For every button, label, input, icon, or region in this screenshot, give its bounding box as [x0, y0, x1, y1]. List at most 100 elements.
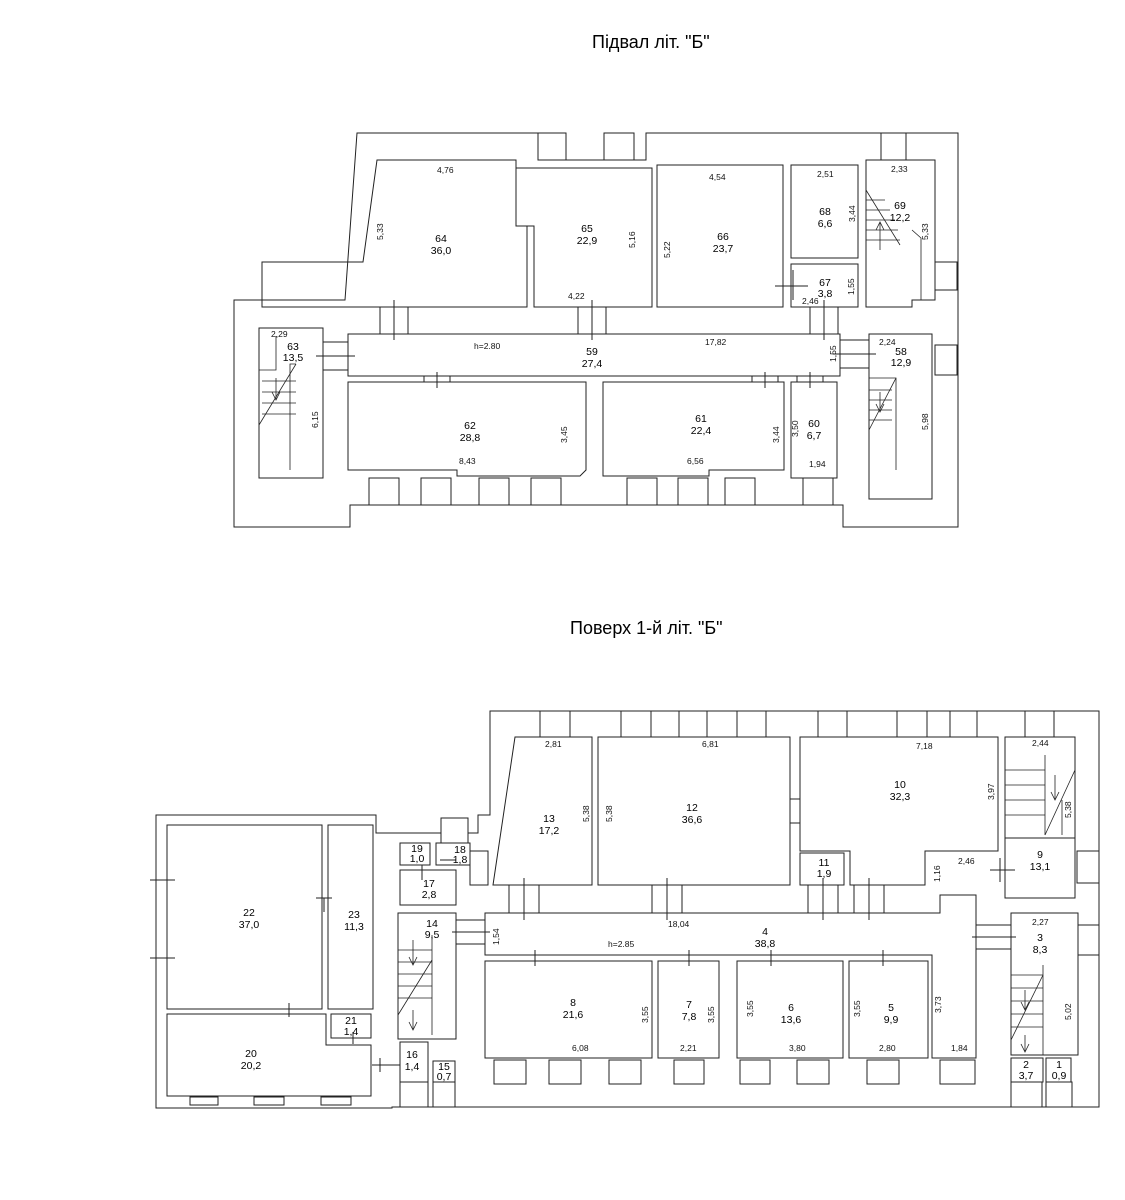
room-4 [484, 894, 977, 1059]
room-5 [848, 960, 929, 1059]
basement-top-lightwell-1 [537, 132, 567, 161]
floor1-plan: 13 17,2 12 36,6 10 32,3 9 13,1 11 1,9 19… [150, 710, 1100, 1109]
floor1-right-window-1 [1076, 850, 1100, 884]
room-area: 3,7 [1019, 1070, 1034, 1082]
svg-text:1,55: 1,55 [828, 345, 838, 362]
room-area: 2,8 [422, 889, 437, 901]
svg-text:3,50: 3,50 [790, 420, 800, 437]
svg-text:5,33: 5,33 [920, 223, 930, 240]
svg-text:6,08: 6,08 [572, 1043, 589, 1053]
room-number: 4 [762, 926, 768, 938]
basement-stair-69 [865, 189, 922, 300]
floor1-title: Поверх 1-й літ. "Б" [570, 618, 723, 638]
room-number: 23 [348, 909, 360, 921]
room-area: 12,2 [890, 212, 911, 224]
room-area: 38,8 [755, 938, 776, 950]
room-number: 15 [438, 1061, 450, 1073]
room-area: 36,0 [431, 245, 452, 257]
room-area: 28,8 [460, 432, 481, 444]
room-3 [1010, 912, 1079, 1056]
room-20 [166, 1013, 372, 1097]
svg-text:2,44: 2,44 [1032, 738, 1049, 748]
room-10-niche [789, 798, 801, 824]
basement-stair-63 [258, 336, 297, 470]
basement-top-lightwell-2 [603, 132, 635, 161]
svg-text:8,43: 8,43 [459, 456, 476, 466]
basement-height-label: h=2.80 [474, 341, 501, 351]
svg-text:3,45: 3,45 [559, 426, 569, 443]
room-69 [865, 159, 936, 308]
room-area: 32,3 [890, 791, 911, 803]
svg-text:2,80: 2,80 [879, 1043, 896, 1053]
room-number: 59 [586, 346, 598, 358]
room-area: 3,8 [818, 288, 833, 300]
room-area: 21,6 [563, 1009, 584, 1021]
floor1-room-labels: 13 17,2 12 36,6 10 32,3 9 13,1 11 1,9 19… [239, 779, 1067, 1083]
basement-dimensions: 4,76 5,33 5,16 4,22 4,54 5,22 2,51 3,44 … [271, 164, 930, 469]
floor1-bottom-windows [189, 1059, 1073, 1108]
room-number: 67 [819, 277, 831, 289]
room-10 [799, 736, 999, 886]
svg-text:4,22: 4,22 [568, 291, 585, 301]
room-number: 14 [426, 918, 438, 930]
room-area: 12,9 [891, 357, 912, 369]
svg-text:2,81: 2,81 [545, 739, 562, 749]
room-number: 1 [1056, 1059, 1062, 1071]
room-number: 16 [406, 1049, 418, 1061]
basement-room-labels: 64 36,0 65 22,9 66 23,7 68 6,6 69 12,2 6… [283, 200, 912, 444]
room-number: 64 [435, 233, 447, 245]
room-number: 65 [581, 223, 593, 235]
basement-right-lightwell-1 [934, 261, 958, 291]
floor1-lightwell-18 [440, 817, 469, 844]
room-8 [484, 960, 653, 1059]
svg-text:5,33: 5,33 [375, 223, 385, 240]
room-19 [399, 842, 431, 866]
room-number: 2 [1023, 1059, 1029, 1071]
room-23 [327, 824, 374, 1010]
svg-text:3,44: 3,44 [771, 426, 781, 443]
room-number: 62 [464, 420, 476, 432]
room-65 [515, 167, 653, 308]
svg-text:2,29: 2,29 [271, 329, 288, 339]
room-number: 3 [1037, 932, 1043, 944]
room-area: 1,4 [405, 1061, 420, 1073]
svg-text:6,15: 6,15 [310, 411, 320, 428]
svg-text:3,55: 3,55 [852, 1000, 862, 1017]
svg-text:2,46: 2,46 [958, 856, 975, 866]
room-number: 21 [345, 1015, 357, 1027]
room-22 [166, 824, 323, 1010]
room-number: 8 [570, 997, 576, 1009]
floor1-top-windows [539, 710, 1055, 738]
room-area: 11,3 [344, 921, 364, 933]
room-area: 22,4 [691, 425, 712, 437]
room-14 [397, 912, 457, 1040]
svg-text:5,02: 5,02 [1063, 1003, 1073, 1020]
room-number: 10 [894, 779, 906, 791]
svg-text:2,46: 2,46 [802, 296, 819, 306]
room-area: 13,6 [781, 1014, 802, 1026]
room-62 [347, 381, 587, 477]
room-number: 22 [243, 907, 255, 919]
svg-text:17,82: 17,82 [705, 337, 727, 347]
svg-text:7,18: 7,18 [916, 741, 933, 751]
svg-text:2,21: 2,21 [680, 1043, 697, 1053]
room-number: 63 [287, 341, 299, 353]
room-number: 9 [1037, 849, 1043, 861]
room-68 [790, 164, 859, 259]
room-area: 27,4 [582, 358, 603, 370]
svg-text:5,98: 5,98 [920, 413, 930, 430]
room-number: 18 [454, 844, 466, 856]
room-number: 6 [788, 1002, 794, 1014]
room-6 [736, 960, 844, 1059]
floor1-stair-9 [1005, 755, 1076, 836]
room-number: 12 [686, 802, 698, 814]
svg-text:1,16: 1,16 [932, 865, 942, 882]
svg-text:4,76: 4,76 [437, 165, 454, 175]
basement-outer-wall [233, 132, 959, 528]
room-17 [399, 869, 457, 906]
svg-text:3,55: 3,55 [706, 1006, 716, 1023]
basement-bottom-windows [368, 477, 834, 506]
basement-plan: 64 36,0 65 22,9 66 23,7 68 6,6 69 12,2 6… [233, 132, 959, 528]
room-number: 66 [717, 231, 729, 243]
